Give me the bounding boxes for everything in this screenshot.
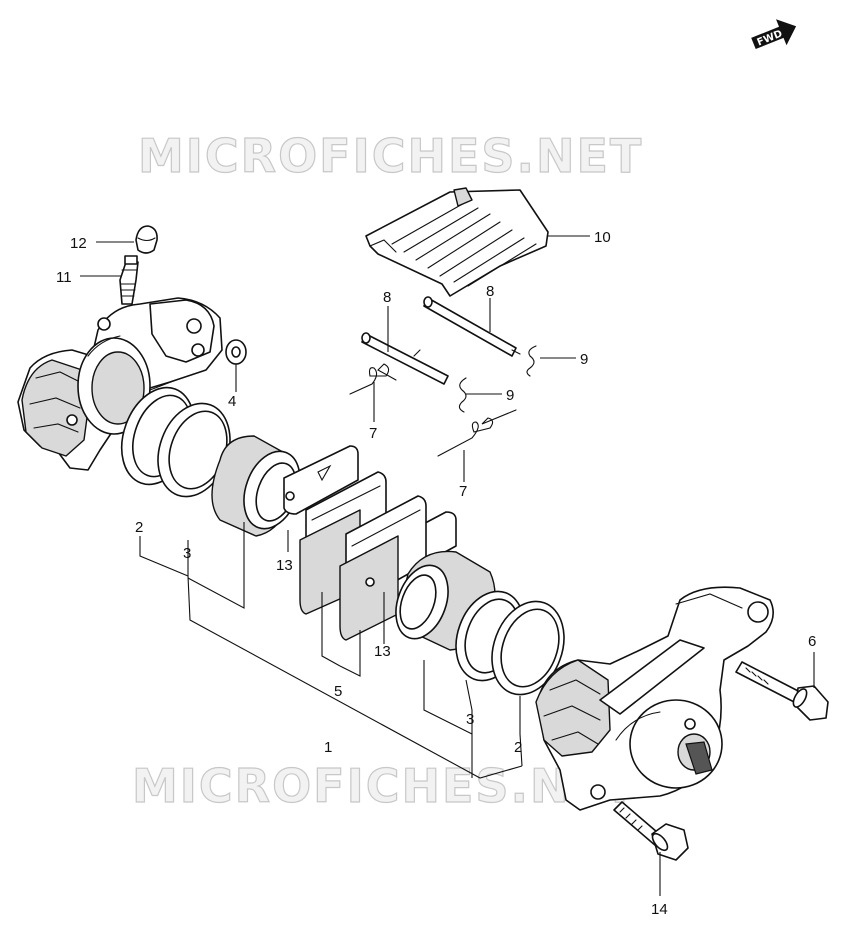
callout-7b: 7 [459,483,467,500]
watermark-bottom: MICROFICHES.NET [132,759,637,813]
caliper-housing-left [17,297,223,471]
callout-12: 12 [70,235,87,252]
caliper-housing-right [535,586,774,811]
callout-8b: 8 [486,283,494,300]
callout-3a: 3 [183,545,191,562]
pin-clip-upper-part-9 [526,345,537,377]
callout-9a: 9 [580,351,588,368]
fwd-arrow-icon: FWD [751,19,797,50]
leader-lines [80,235,815,896]
pad-spring-clip-left-part-7 [349,363,397,395]
callout-3b: 3 [466,711,474,728]
callout-7a: 7 [369,425,377,442]
callout-14: 14 [651,901,668,918]
callout-4: 4 [228,393,236,410]
pad-pin-upper-part-8 [423,296,521,357]
callout-8a: 8 [383,289,391,306]
callout-13b: 13 [374,643,391,660]
watermark-top: MICROFICHES.NET [138,129,643,183]
pad-spring-clip-right-part-7 [437,409,517,457]
mounting-bolt-part-14 [613,801,689,861]
pad-pin-lower-part-8 [361,332,449,385]
callout-2b: 2 [514,739,522,756]
piston-seal-right-part-2 [491,600,565,696]
washer-part-4 [225,339,247,365]
callout-1: 1 [324,739,332,756]
bleeder-cap-part-12 [135,225,158,254]
pad-spring-part-10 [365,187,549,297]
callout-10: 10 [594,229,611,246]
callout-2a: 2 [135,519,143,536]
dust-seal-left-part-3 [157,402,231,498]
callout-11: 11 [56,269,72,286]
pin-clip-lower-part-9 [458,377,467,413]
callout-6: 6 [808,633,816,650]
pad-shim-left-part-13 [283,445,359,515]
bleeder-valve-part-11 [119,255,139,305]
callout-13a: 13 [276,557,293,574]
callout-5: 5 [334,683,342,700]
callout-9b: 9 [506,387,514,404]
